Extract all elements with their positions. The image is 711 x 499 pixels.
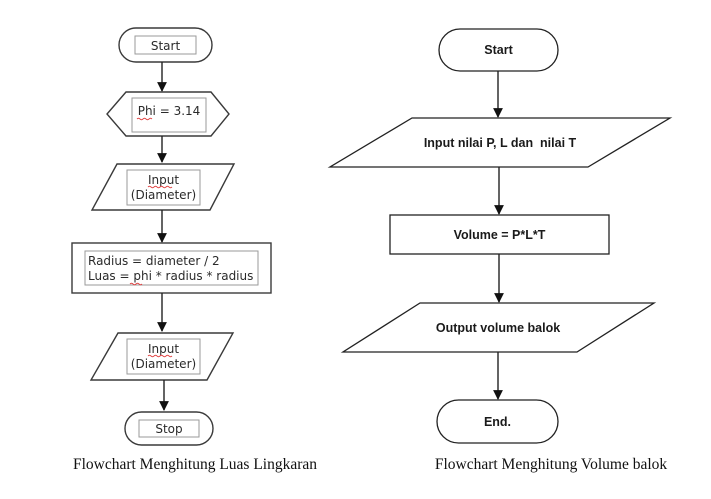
left-constant-label: Phi = 3.14 [138, 104, 201, 118]
right-end-terminator: End. [436, 399, 559, 444]
spellcheck-underline [147, 185, 173, 189]
left-output-line2: (Diameter) [131, 357, 196, 371]
right-flowchart: Start Input nilai P, L dan nilai T Volum… [327, 28, 673, 473]
spellcheck-underline [147, 354, 173, 358]
left-process-line1: Radius = diameter / 2 [88, 254, 220, 268]
right-end-label: End. [484, 415, 511, 429]
right-process-box: Volume = P*L*T [389, 214, 610, 255]
spellcheck-underline [129, 282, 143, 286]
right-output-label: Output volume balok [436, 321, 560, 335]
left-input-parallelogram: Input (Diameter) [90, 163, 236, 211]
spellcheck-underline [136, 117, 153, 121]
left-stop-label: Stop [155, 422, 182, 436]
right-input-label: Input nilai P, L dan nilai T [424, 136, 577, 150]
left-constant-hexagon: Phi = 3.14 [106, 91, 230, 137]
left-start-terminator: Start [118, 27, 213, 63]
right-caption: Flowchart Menghitung Volume balok [435, 456, 668, 473]
left-start-label: Start [151, 39, 181, 53]
left-input-line2: (Diameter) [131, 188, 196, 202]
left-input-line1: Input [148, 173, 179, 187]
right-start-terminator: Start [438, 28, 559, 72]
right-process-label: Volume = P*L*T [454, 228, 546, 242]
left-stop-terminator: Stop [124, 411, 214, 446]
left-output-parallelogram: Input (Diameter) [89, 332, 235, 381]
left-output-line1: Input [148, 342, 179, 356]
right-start-label: Start [484, 43, 513, 57]
left-process-box: Radius = diameter / 2 Luas = phi * radiu… [71, 242, 272, 294]
right-input-parallelogram: Input nilai P, L dan nilai T [327, 117, 673, 168]
left-process-line2: Luas = phi * radius * radius [88, 269, 253, 283]
right-output-parallelogram: Output volume balok [340, 302, 657, 353]
left-caption: Flowchart Menghitung Luas Lingkaran [73, 456, 317, 473]
left-flowchart: Start Phi = 3.14 Input (Diameter) Radius… [71, 27, 317, 473]
